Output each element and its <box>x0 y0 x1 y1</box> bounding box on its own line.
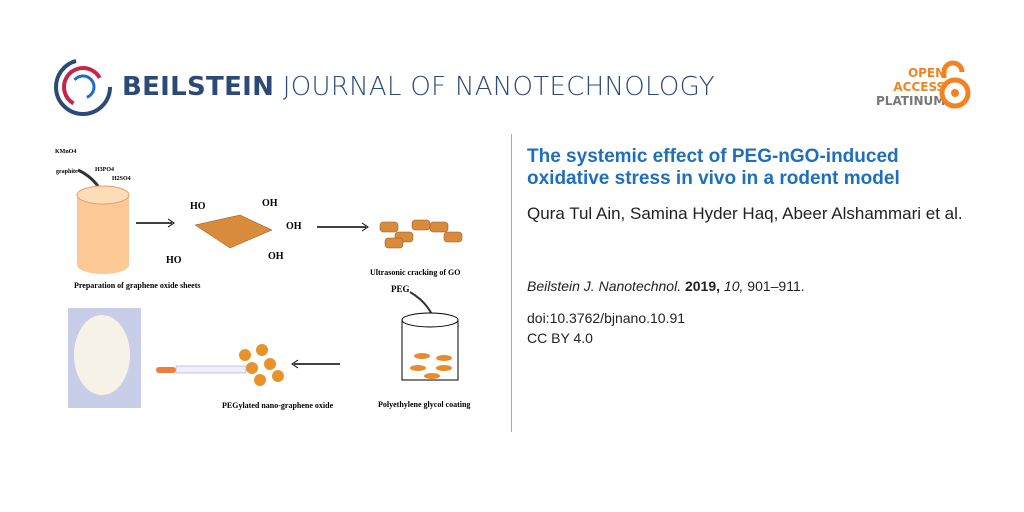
divider <box>511 134 512 432</box>
article-authors: Qura Tul Ain, Samina Hyder Haq, Abeer Al… <box>527 204 963 223</box>
article-title[interactable]: The systemic effect of PEG-nGO-induced o… <box>527 146 900 189</box>
step-label: PEGylated nano-graphene oxide <box>222 401 334 410</box>
doi[interactable]: doi:10.3762/bjnano.10.91 <box>527 310 686 326</box>
svg-text:HO: HO <box>190 201 206 212</box>
svg-text:PEG: PEG <box>391 284 410 294</box>
journal-name: BEILSTEIN JOURNAL OF NANOTECHNOLOGY <box>122 72 715 102</box>
step-label: Ultrasonic cracking of GO <box>370 268 460 277</box>
license: CC BY 4.0 <box>527 330 593 346</box>
pegylated-particles <box>239 344 284 386</box>
open-access-badge: OPEN ACCESS PLATINUM <box>876 66 946 108</box>
svg-text:OH: OH <box>262 198 278 209</box>
reagent-label: H3PO4 <box>95 167 114 173</box>
graphene-oxide-sheet <box>194 214 273 249</box>
step-label: Preparation of graphene oxide sheets <box>74 281 201 290</box>
citation: Beilstein J. Nanotechnol. 2019, 10, 901–… <box>527 278 805 294</box>
svg-text:OH: OH <box>286 221 302 232</box>
graphene-fragments <box>379 219 463 249</box>
reagent-label: KMnO4 <box>55 149 76 155</box>
open-lock-icon <box>939 60 971 109</box>
graphical-abstract-figure: KMnO4 graphite H3PO4 H2SO4 Preparation o… <box>55 149 470 410</box>
syringe-icon <box>156 367 176 373</box>
svg-text:HO: HO <box>166 255 182 266</box>
svg-text:OH: OH <box>268 251 284 262</box>
reagent-label: H2SO4 <box>112 176 131 182</box>
beilstein-logo-icon <box>54 58 112 116</box>
reagent-label: graphite <box>56 169 78 175</box>
step-label: Polyethylene glycol coating <box>378 400 470 409</box>
